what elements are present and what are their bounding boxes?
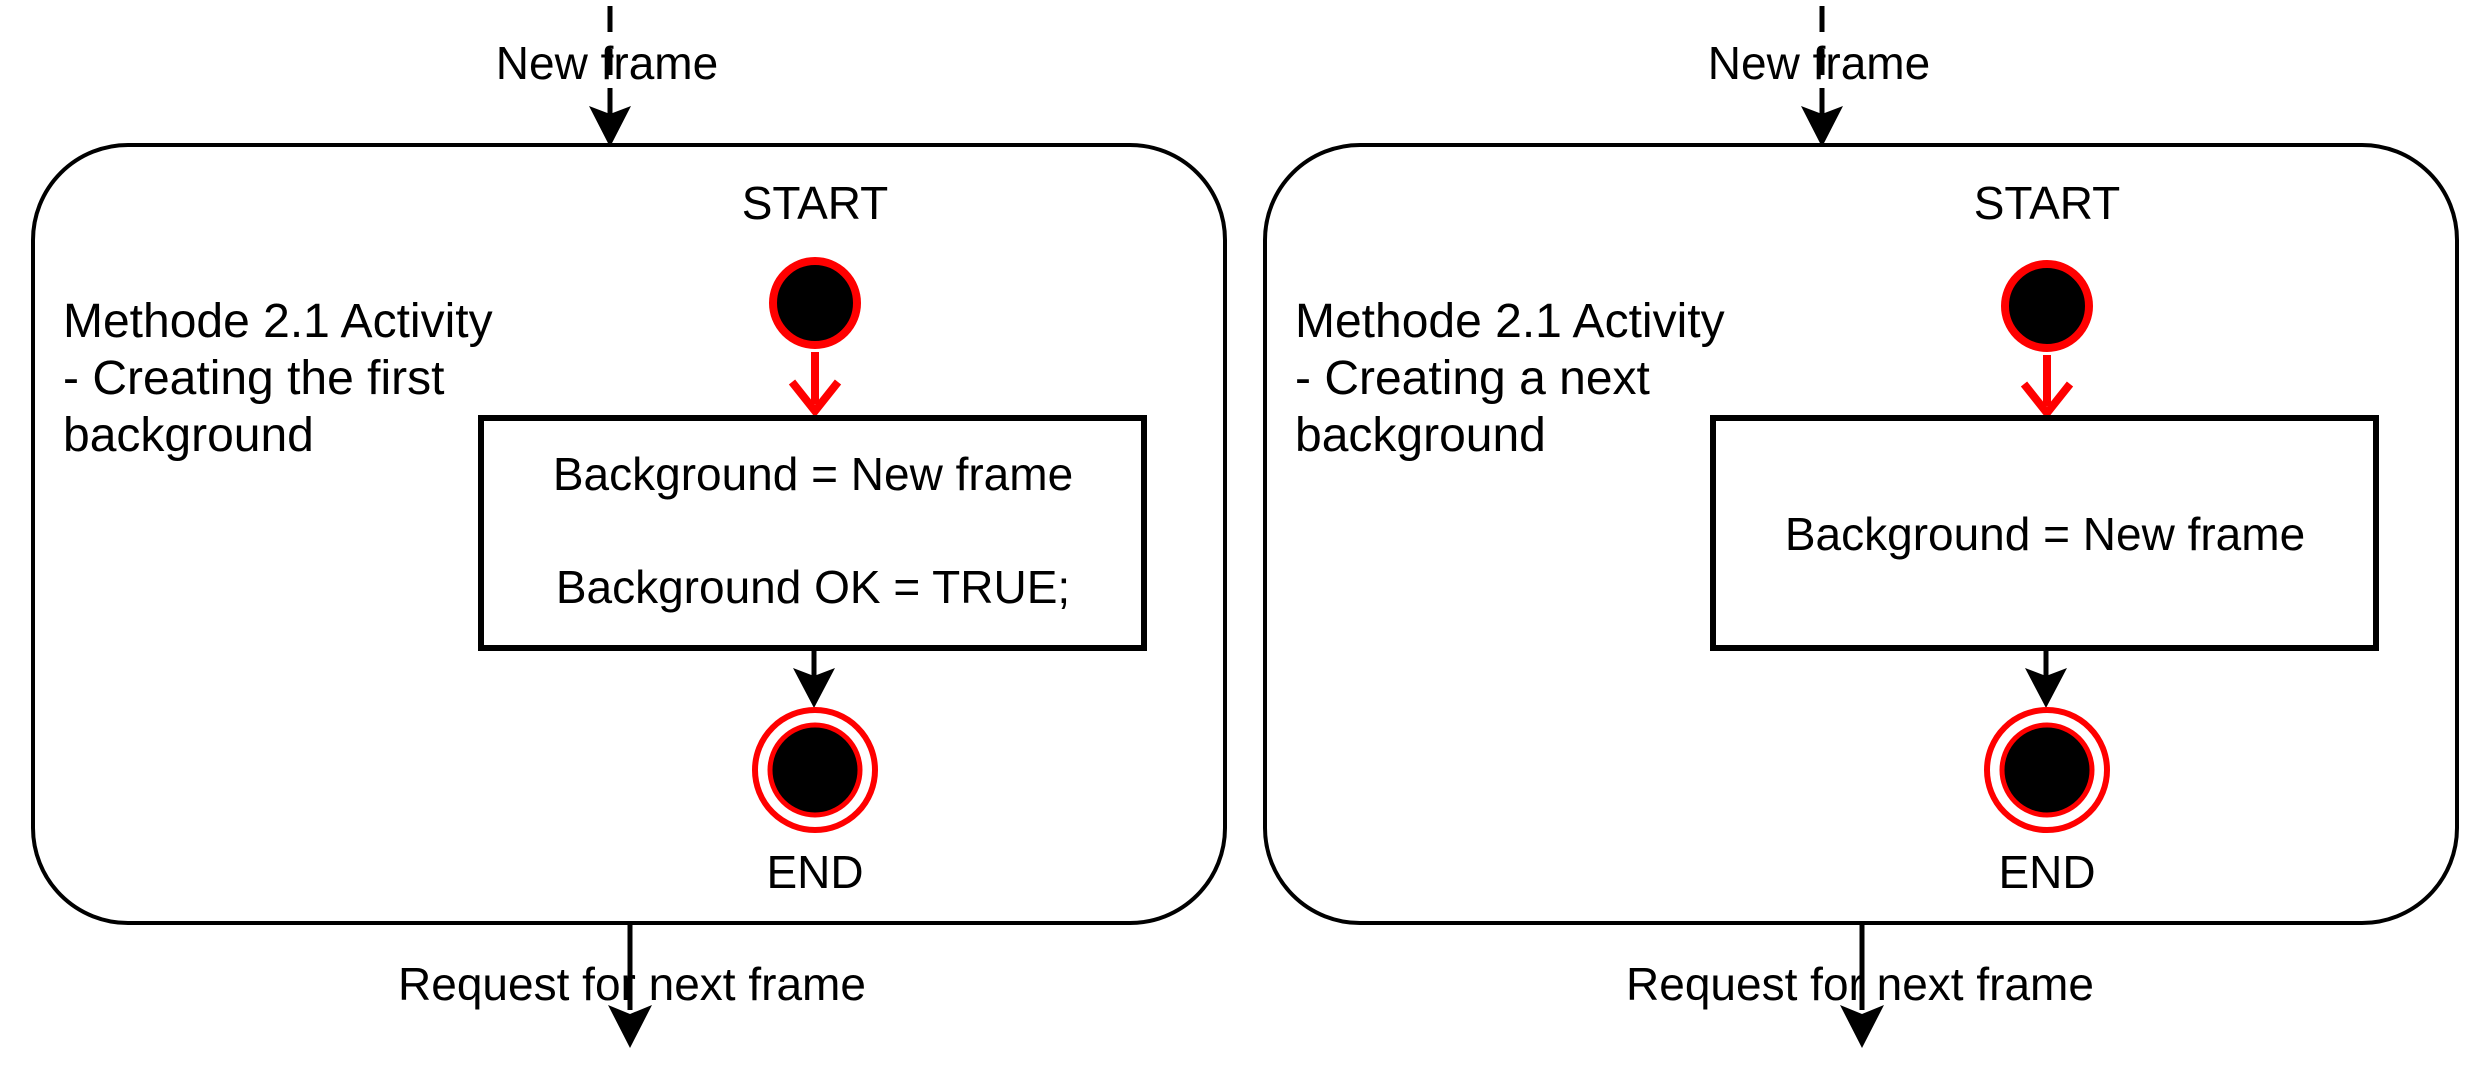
start-transition-arrowhead-icon xyxy=(788,379,842,418)
action-box xyxy=(1710,415,2379,651)
start-node xyxy=(769,257,861,349)
end-transition-arrowhead-icon xyxy=(793,668,835,708)
end-label: END xyxy=(766,846,863,898)
entry-arrowhead-icon xyxy=(1801,106,1843,147)
start-label: START xyxy=(742,177,889,229)
activity-title: Methode 2.1 Activity - Creating the firs… xyxy=(63,295,493,462)
activity-title-line-3: background xyxy=(1295,409,1546,462)
end-node xyxy=(767,722,863,818)
start-transition-arrowhead-icon xyxy=(2020,381,2074,420)
activity-title-line-2: - Creating the first xyxy=(63,352,444,405)
activity-title-line-1: Methode 2.1 Activity xyxy=(1295,295,1725,348)
end-label: END xyxy=(1998,846,2095,898)
action-line-1: Background = New frame xyxy=(553,448,1073,500)
end-node-outer-ring xyxy=(1984,707,2110,833)
activity-title-line-2: - Creating a next xyxy=(1295,352,1650,405)
exit-event-group: Request for next frame xyxy=(398,925,866,1048)
entry-event-label: New frame xyxy=(496,37,718,89)
activity-title: Methode 2.1 Activity - Creating a next b… xyxy=(1295,295,1725,462)
end-node-outer-ring xyxy=(752,707,878,833)
exit-event-label: Request for next frame xyxy=(398,958,866,1010)
start-transition-arrow xyxy=(788,352,842,418)
end-transition-arrowhead-icon xyxy=(2025,668,2067,708)
start-transition-arrow xyxy=(2020,355,2074,420)
activity-title-line-1: Methode 2.1 Activity xyxy=(63,295,493,348)
start-label: START xyxy=(1974,177,2121,229)
exit-event-group: Request for next frame xyxy=(1626,925,2094,1048)
activity-diagram-next-background: New frame Methode 2.1 Activity - Creatin… xyxy=(1263,6,2459,1048)
exit-arrowhead-icon xyxy=(1840,1005,1884,1048)
end-node xyxy=(1999,722,2095,818)
action-line-2: Background OK = TRUE; xyxy=(556,561,1070,613)
entry-event-group: New frame xyxy=(496,6,718,147)
exit-event-label: Request for next frame xyxy=(1626,958,2094,1010)
entry-arrowhead-icon xyxy=(589,106,631,147)
activity-diagram-first-background: New frame Methode 2.1 Activity - Creatin… xyxy=(31,6,1227,1048)
activity-title-line-3: background xyxy=(63,409,314,462)
entry-event-group: New frame xyxy=(1708,6,1930,147)
entry-event-label: New frame xyxy=(1708,37,1930,89)
exit-arrowhead-icon xyxy=(608,1005,652,1048)
action-box xyxy=(478,415,1147,651)
action-line-1: Background = New frame xyxy=(1785,508,2305,560)
start-node xyxy=(2001,260,2093,352)
